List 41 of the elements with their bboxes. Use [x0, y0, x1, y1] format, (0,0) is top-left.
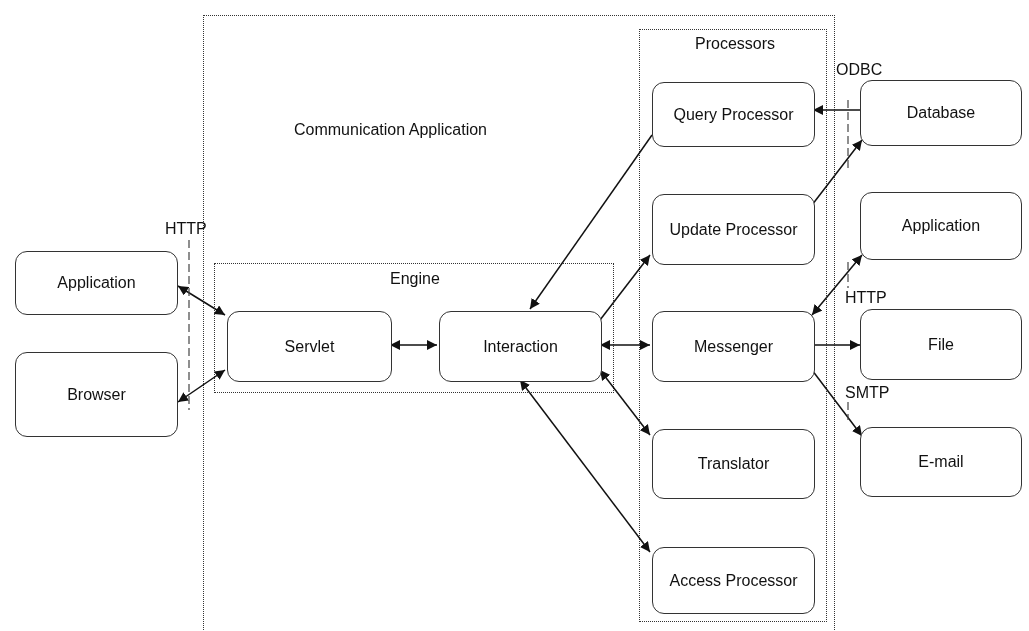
process-box	[860, 80, 1022, 146]
container-frame	[214, 263, 614, 393]
box-label: Database	[906, 104, 976, 122]
box-label: Messenger	[693, 337, 774, 356]
box-label: Browser	[67, 385, 126, 404]
protocol-label: ODBC	[836, 61, 883, 79]
box-label: Access Processor	[669, 571, 798, 590]
box-label: Servlet	[284, 337, 335, 356]
process-box	[652, 547, 815, 614]
protocol-label: HTTP	[165, 220, 207, 238]
protocol-label: HTTP	[845, 289, 887, 307]
process-box	[439, 311, 602, 382]
group-title: Engine	[390, 270, 440, 288]
box-label: Query Processor	[673, 105, 794, 124]
arrow	[599, 254, 651, 321]
process-box	[15, 352, 178, 437]
box-label: Application	[901, 217, 981, 235]
process-box	[652, 311, 815, 382]
container-frame	[639, 29, 827, 622]
group-title: Processors	[695, 35, 776, 53]
process-box	[860, 309, 1022, 380]
group-title: Communication Application	[294, 121, 487, 139]
box-label: Update Processor	[669, 220, 798, 239]
protocol-label: SMTP	[845, 384, 890, 402]
box-label: File	[928, 335, 954, 354]
process-box	[652, 82, 815, 147]
arrow	[177, 369, 226, 403]
process-box	[860, 192, 1022, 260]
arrow	[811, 254, 863, 316]
box-label: Application	[57, 274, 136, 292]
process-box	[652, 429, 815, 499]
arrow	[177, 285, 226, 316]
arrow	[529, 134, 653, 310]
process-box	[652, 194, 815, 265]
process-box	[860, 427, 1022, 497]
process-box	[15, 251, 178, 315]
arrow	[599, 369, 651, 436]
process-box	[227, 311, 392, 382]
box-label: Translator	[697, 455, 770, 473]
box-label: E-mail	[918, 453, 964, 471]
box-label: Interaction	[483, 337, 558, 356]
